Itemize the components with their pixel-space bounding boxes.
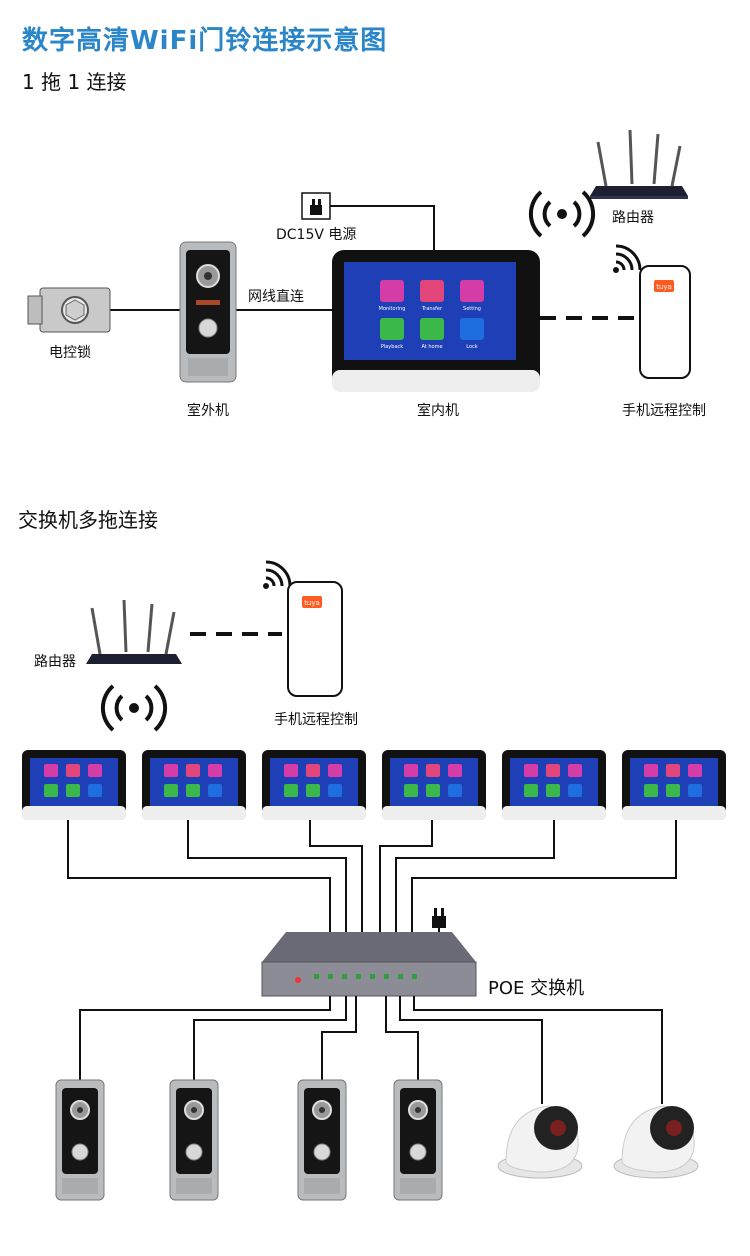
dome-camera-1-icon bbox=[497, 1105, 583, 1179]
label-direct: 网线直连 bbox=[248, 289, 304, 305]
wifi-signal-2-icon bbox=[100, 684, 168, 732]
phone-2-app-logo: tuya bbox=[304, 599, 320, 607]
phone-wifi-icon bbox=[613, 244, 642, 273]
electric-lock-icon bbox=[27, 287, 111, 333]
phone-2-icon bbox=[287, 581, 343, 697]
phone-wifi-2-icon bbox=[263, 560, 292, 589]
power-supply-icon bbox=[301, 192, 331, 220]
section1-diagram: Monitoring Transfer Setting Playback At … bbox=[27, 129, 691, 392]
outdoor-unit-small-icon bbox=[297, 1079, 347, 1201]
phone-icon bbox=[639, 265, 691, 379]
outdoor-unit-small-icon bbox=[169, 1079, 219, 1201]
wire-power bbox=[330, 205, 435, 250]
device-wires bbox=[79, 996, 663, 1104]
indoor-monitor-small-icon bbox=[22, 750, 126, 820]
tile-label-transfer: Transfer bbox=[421, 306, 443, 312]
tile-label-monitoring: Monitoring bbox=[379, 306, 406, 312]
indoor-monitor-small-icon bbox=[502, 750, 606, 820]
router-icon bbox=[590, 129, 688, 199]
router-2-icon bbox=[86, 599, 182, 664]
tile-label-playback: Playback bbox=[381, 344, 403, 350]
label-phone-2: 手机远程控制 bbox=[274, 712, 358, 728]
monitor-wires bbox=[67, 820, 677, 932]
indoor-monitor-icon: Monitoring Transfer Setting Playback At … bbox=[332, 250, 540, 392]
poe-switch-icon bbox=[261, 932, 477, 997]
outdoor-unit-small-icon bbox=[55, 1079, 105, 1201]
indoor-monitor-small-icon bbox=[142, 750, 246, 820]
section1-heading: 1 拖 1 连接 bbox=[22, 70, 127, 94]
label-lock: 电控锁 bbox=[49, 345, 91, 361]
indoor-monitor-small-icon bbox=[262, 750, 366, 820]
indoor-monitor-small-icon bbox=[382, 750, 486, 820]
tile-label-athome: At home bbox=[421, 344, 442, 350]
wifi-signal-icon bbox=[528, 190, 596, 238]
indoor-monitor-small-icon bbox=[622, 750, 726, 820]
label-router-2: 路由器 bbox=[34, 654, 76, 670]
tile-label-lock: Lock bbox=[466, 344, 478, 350]
tile-label-setting: Setting bbox=[463, 306, 481, 312]
label-router: 路由器 bbox=[612, 210, 654, 226]
page-title: 数字高清WiFi门铃连接示意图 bbox=[22, 26, 388, 56]
label-power: DC15V 电源 bbox=[276, 227, 357, 243]
outdoor-unit-icon bbox=[179, 241, 237, 383]
label-indoor: 室内机 bbox=[417, 403, 459, 419]
label-phone: 手机远程控制 bbox=[622, 403, 706, 419]
phone-app-logo: tuya bbox=[656, 283, 672, 291]
label-poe-switch: POE 交换机 bbox=[488, 978, 585, 999]
label-outdoor: 室外机 bbox=[187, 403, 229, 419]
outdoor-unit-small-icon bbox=[393, 1079, 443, 1201]
dome-camera-2-icon bbox=[613, 1105, 699, 1179]
section2-heading: 交换机多拖连接 bbox=[18, 508, 158, 532]
